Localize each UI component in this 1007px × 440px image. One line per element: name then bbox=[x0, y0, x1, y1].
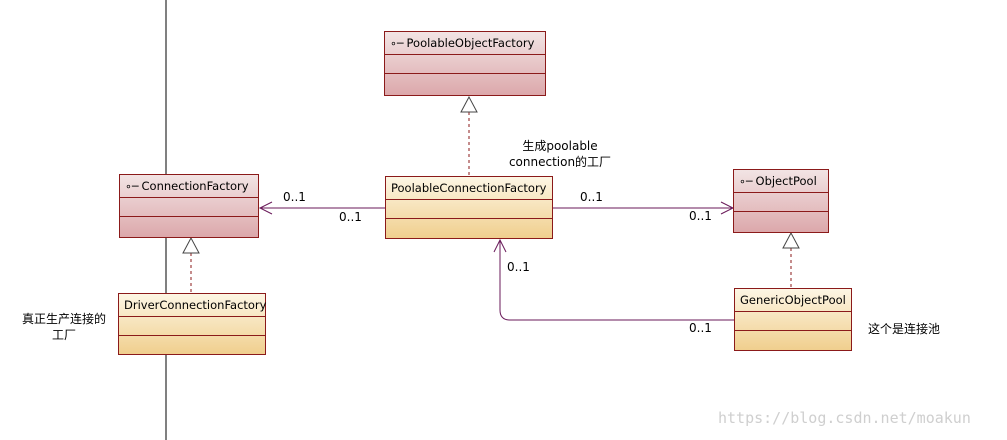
multiplicity-label: 0..1 bbox=[689, 209, 712, 223]
interface-icon: ∘─ bbox=[125, 180, 139, 193]
attributes-section bbox=[734, 193, 828, 212]
attributes-section bbox=[386, 200, 552, 219]
object-pool-box[interactable]: ∘─ObjectPool bbox=[733, 169, 829, 233]
generic-object-pool-box[interactable]: GenericObjectPool bbox=[734, 288, 852, 351]
poolable-object-factory-box[interactable]: ∘─PoolableObjectFactory bbox=[384, 31, 546, 96]
association-arrowhead-cf bbox=[258, 201, 273, 215]
connection-factory-box[interactable]: ∘─ConnectionFactory bbox=[119, 174, 259, 238]
attributes-section bbox=[120, 198, 258, 217]
watermark-text: https://blog.csdn.net/moakun bbox=[718, 409, 971, 427]
operations-section bbox=[735, 331, 851, 350]
association-gop-pcf bbox=[499, 240, 734, 321]
generic-object-pool-header: GenericObjectPool bbox=[735, 289, 851, 312]
dcf-note-line2: 工厂 bbox=[51, 328, 76, 342]
object-pool-name: ObjectPool bbox=[755, 174, 817, 188]
dcf-note-line1: 真正生产连接的 bbox=[21, 312, 106, 326]
poolable-connection-factory-box[interactable]: PoolableConnectionFactory bbox=[385, 176, 553, 239]
driver-connection-factory-box[interactable]: DriverConnectionFactory bbox=[118, 293, 266, 355]
association-arrowhead-pcf bbox=[493, 238, 507, 253]
pcf-note-line1: 生成poolable bbox=[522, 139, 598, 153]
generic-object-pool-name: GenericObjectPool bbox=[740, 293, 846, 307]
realization-arrowhead-pof bbox=[460, 95, 478, 113]
operations-section bbox=[119, 336, 265, 354]
poolable-connection-factory-header: PoolableConnectionFactory bbox=[386, 177, 552, 200]
pcf-note: 生成poolable connection的工厂 bbox=[505, 138, 615, 170]
driver-connection-factory-header: DriverConnectionFactory bbox=[119, 294, 267, 317]
multiplicity-label: 0..1 bbox=[283, 190, 306, 204]
attributes-section bbox=[735, 312, 851, 331]
realization-arrowhead-cf bbox=[182, 236, 200, 254]
operations-section bbox=[120, 217, 258, 237]
multiplicity-label: 0..1 bbox=[339, 210, 362, 224]
operations-section bbox=[385, 74, 545, 95]
operations-section bbox=[734, 212, 828, 232]
object-pool-header: ∘─ObjectPool bbox=[734, 170, 828, 193]
multiplicity-label: 0..1 bbox=[689, 321, 712, 335]
poolable-object-factory-name: PoolableObjectFactory bbox=[406, 36, 535, 50]
multiplicity-label: 0..1 bbox=[507, 260, 530, 274]
poolable-connection-factory-name: PoolableConnectionFactory bbox=[391, 181, 547, 195]
pcf-note-line2: connection的工厂 bbox=[508, 155, 612, 169]
operations-section bbox=[386, 219, 552, 238]
attributes-section bbox=[385, 55, 545, 74]
interface-icon: ∘─ bbox=[390, 37, 404, 50]
poolable-object-factory-header: ∘─PoolableObjectFactory bbox=[385, 32, 545, 55]
driver-connection-factory-name: DriverConnectionFactory bbox=[124, 298, 267, 312]
interface-icon: ∘─ bbox=[739, 175, 753, 188]
dcf-note: 真正生产连接的 工厂 bbox=[14, 311, 114, 343]
attributes-section bbox=[119, 317, 265, 336]
connection-factory-header: ∘─ConnectionFactory bbox=[120, 175, 258, 198]
realization-arrowhead-op bbox=[782, 231, 800, 249]
multiplicity-label: 0..1 bbox=[580, 190, 603, 204]
gop-note: 这个是连接池 bbox=[868, 322, 941, 336]
connection-factory-name: ConnectionFactory bbox=[141, 179, 249, 193]
